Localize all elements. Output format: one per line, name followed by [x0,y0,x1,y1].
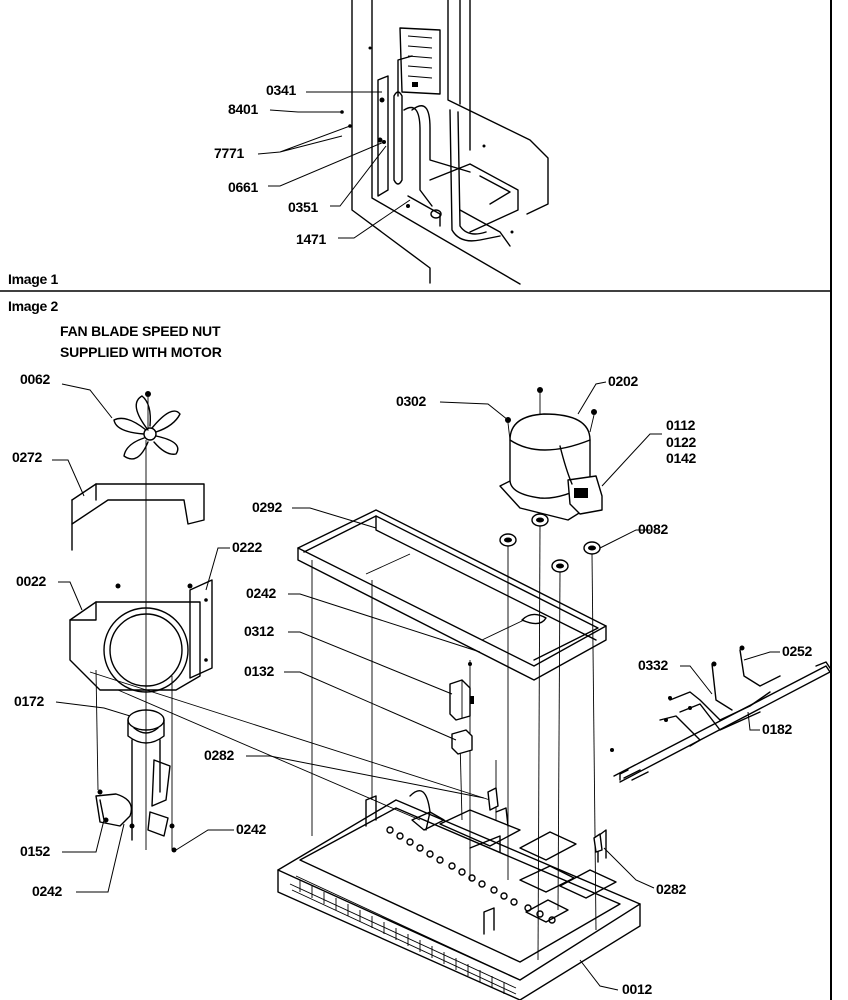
base-pan [277,795,641,1000]
fan-blade [113,391,181,460]
motor-mount [95,793,133,827]
label-0282-left: 0282 [204,747,234,763]
base-pan-vents [386,826,556,924]
label-0132: 0132 [244,663,274,679]
label-0022: 0022 [16,573,46,589]
image1-caption: Image 1 [8,271,59,287]
grommets [499,513,601,573]
label-0302: 0302 [396,393,426,409]
image2-caption: Image 2 [8,298,59,314]
condenser-coil [610,645,831,783]
shroud [71,483,205,551]
note-line-1: FAN BLADE SPEED NUT [60,323,221,339]
label-0122: 0122 [666,434,696,450]
label-0272: 0272 [12,449,42,465]
relay-capacitor [449,662,474,755]
label-0222: 0222 [232,539,262,555]
label-0332: 0332 [638,657,668,673]
label-0142: 0142 [666,450,696,466]
label-0252: 0252 [782,643,812,659]
label-0242-bottom: 0242 [32,883,62,899]
label-0661: 0661 [228,179,258,195]
label-0082: 0082 [638,521,668,537]
motor-bracket [69,579,213,693]
label-0312: 0312 [244,623,274,639]
label-0242-mid: 0242 [246,585,276,601]
label-0282-right: 0282 [656,881,686,897]
label-0242-right: 0242 [236,821,266,837]
label-0062: 0062 [20,371,50,387]
label-0202: 0202 [608,373,638,389]
fan-motor [127,709,171,841]
label-0341: 0341 [266,82,296,98]
image2-leaders [52,381,780,991]
label-7771: 7771 [214,145,244,161]
clips [409,787,603,853]
label-0172: 0172 [14,693,44,709]
note-line-2: SUPPLIED WITH MOTOR [60,344,222,360]
label-1471: 1471 [296,231,326,247]
label-0182: 0182 [762,721,792,737]
compressor [499,387,603,521]
label-8401: 8401 [228,101,258,117]
image1-assembly [340,0,549,285]
label-0012: 0012 [622,981,652,997]
image1-labels: 0341 8401 7771 0661 0351 1471 Image 1 [8,82,327,287]
image1-leaders [257,91,411,239]
label-0112: 0112 [666,417,696,433]
image2-labels: 0062 0272 0022 0222 0172 0152 0242 0242 … [12,371,813,997]
label-0152: 0152 [20,843,50,859]
label-0351: 0351 [288,199,318,215]
label-0292: 0292 [252,499,282,515]
cover-panel [297,509,607,681]
